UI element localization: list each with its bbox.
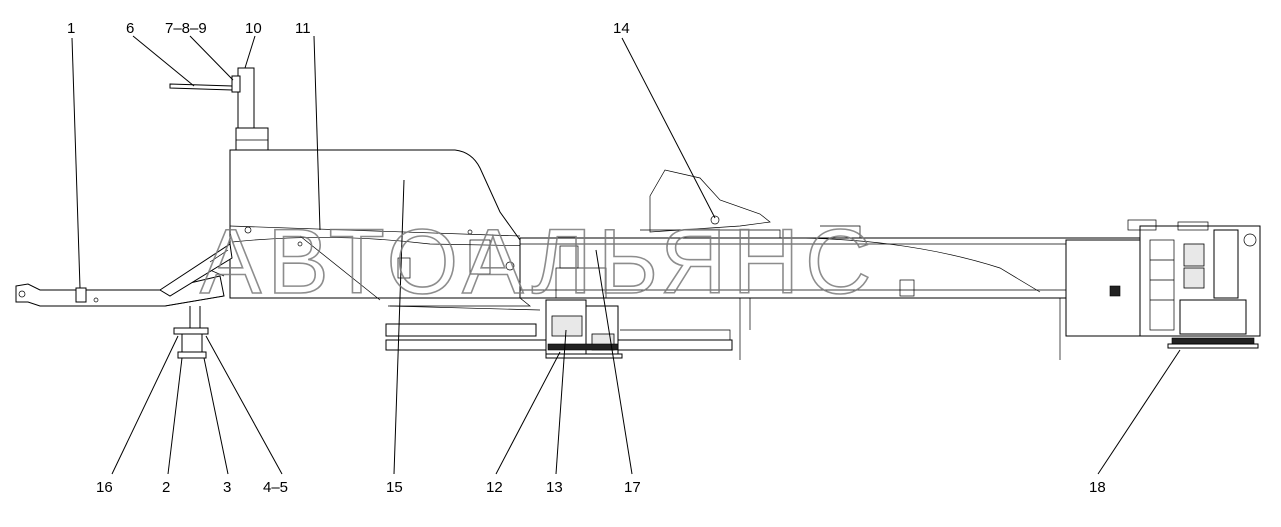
callout-2: 2 — [162, 479, 170, 496]
callout-14: 14 — [613, 20, 630, 37]
main-housing — [229, 149, 541, 307]
ramp — [159, 243, 233, 297]
callout-10: 10 — [245, 20, 262, 37]
callout-7-8-9: 7–8–9 — [165, 20, 207, 37]
watermark-text: АВТОАЛЬЯНС — [200, 211, 878, 313]
callout-15: 15 — [386, 479, 403, 496]
callout-4-5: 4–5 — [263, 479, 288, 496]
callout-6: 6 — [126, 20, 134, 37]
mast — [169, 67, 269, 151]
callout-13: 13 — [546, 479, 563, 496]
rear-unit — [1059, 219, 1261, 360]
callout-1: 1 — [67, 20, 75, 37]
callout-labels: 1 6 7–8–9 10 11 14 16 2 3 4–5 15 12 13 1… — [67, 20, 1106, 496]
callout-12: 12 — [486, 479, 503, 496]
callout-17: 17 — [624, 479, 641, 496]
callout-18: 18 — [1089, 479, 1106, 496]
callout-16: 16 — [96, 479, 113, 496]
long-beam — [519, 169, 1151, 360]
callout-3: 3 — [223, 479, 231, 496]
drive-unit — [545, 245, 623, 359]
leader-lines — [71, 35, 1181, 475]
support-leg — [173, 306, 209, 359]
machine-drawing — [15, 67, 1261, 360]
callout-11: 11 — [295, 20, 311, 37]
